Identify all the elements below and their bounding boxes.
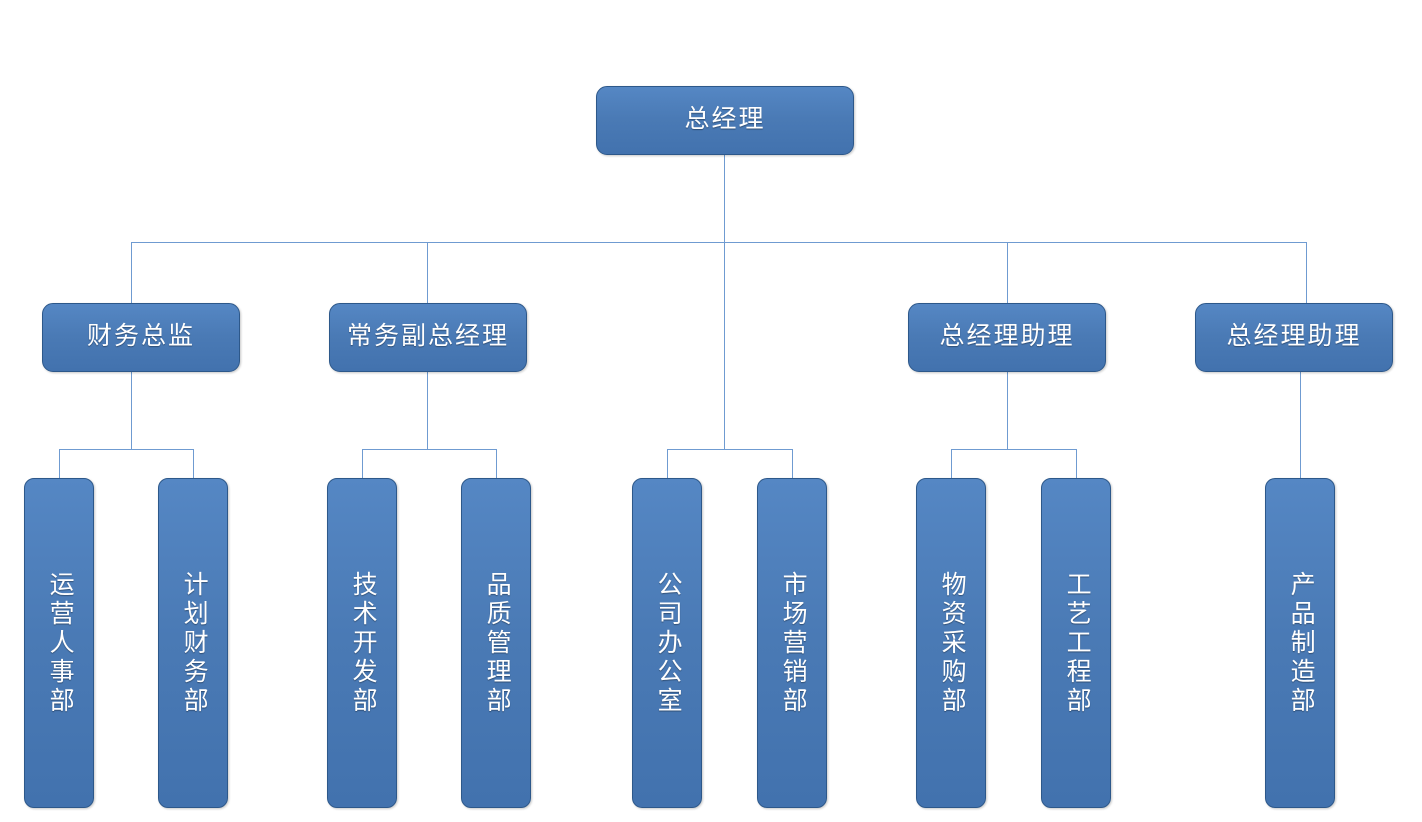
connector-drop-gm-assistant-2 <box>1306 242 1308 303</box>
connector-drop-gm-assistant-1 <box>1007 242 1009 303</box>
node-label-gm-assistant-1: 总经理助理 <box>939 323 1075 351</box>
connector-exec-deputy-gm-stem <box>427 372 429 450</box>
node-label-dept-tech-dev: 技术开发部 <box>349 570 377 716</box>
node-dept-company-office[interactable]: 公司办公室 <box>632 478 702 808</box>
node-label-dept-quality-mgmt: 品质管理部 <box>483 570 511 716</box>
connector-drop-exec-deputy-gm <box>427 242 429 303</box>
node-label-finance-director: 财务总监 <box>86 323 195 351</box>
connector-drop-dept-procurement <box>951 449 953 479</box>
node-label-dept-manufacturing: 产品制造部 <box>1287 570 1315 716</box>
connector-drop-dept-process-eng <box>1076 449 1078 479</box>
node-label-exec-deputy-gm: 常务副总经理 <box>346 323 509 351</box>
node-dept-planning-finance[interactable]: 计划财务部 <box>158 478 228 808</box>
node-label-dept-planning-finance: 计划财务部 <box>180 570 208 716</box>
connector-gm-assistant-1-bus <box>951 449 1077 451</box>
connector-center-branch-bus <box>667 449 793 451</box>
connector-gm-assistant-2-stem <box>1300 372 1302 479</box>
node-finance-director[interactable]: 财务总监 <box>42 303 240 372</box>
connector-drop-finance-director <box>131 242 133 303</box>
connector-exec-deputy-gm-bus <box>362 449 497 451</box>
connector-gm-assistant-1-stem <box>1007 372 1009 450</box>
connector-finance-director-stem <box>131 372 133 450</box>
connector-drop-dept-operations-hr <box>59 449 61 479</box>
node-label-gm-assistant-2: 总经理助理 <box>1226 323 1362 351</box>
connector-drop-dept-company-office <box>667 449 669 479</box>
connector-drop-dept-marketing <box>792 449 794 479</box>
node-dept-quality-mgmt[interactable]: 品质管理部 <box>461 478 531 808</box>
node-dept-tech-dev[interactable]: 技术开发部 <box>327 478 397 808</box>
connector-root-stem <box>724 155 726 243</box>
node-dept-procurement[interactable]: 物资采购部 <box>916 478 986 808</box>
connector-drop-dept-tech-dev <box>362 449 364 479</box>
connector-center-branch-stem <box>724 242 726 450</box>
node-general-manager[interactable]: 总经理 <box>596 86 854 155</box>
connector-top-bus <box>131 242 1307 244</box>
connector-drop-dept-planning-finance <box>193 449 195 479</box>
node-label-dept-process-eng: 工艺工程部 <box>1063 570 1091 716</box>
node-label-dept-company-office: 公司办公室 <box>654 570 682 716</box>
node-label-dept-operations-hr: 运营人事部 <box>46 570 74 716</box>
node-exec-deputy-gm[interactable]: 常务副总经理 <box>329 303 527 372</box>
node-gm-assistant-2[interactable]: 总经理助理 <box>1195 303 1393 372</box>
node-dept-process-eng[interactable]: 工艺工程部 <box>1041 478 1111 808</box>
node-label-dept-procurement: 物资采购部 <box>938 570 966 716</box>
connector-drop-dept-quality-mgmt <box>496 449 498 479</box>
node-gm-assistant-1[interactable]: 总经理助理 <box>908 303 1106 372</box>
node-dept-operations-hr[interactable]: 运营人事部 <box>24 478 94 808</box>
node-label-general-manager: 总经理 <box>684 106 766 134</box>
node-dept-manufacturing[interactable]: 产品制造部 <box>1265 478 1335 808</box>
connector-finance-director-bus <box>59 449 194 451</box>
node-dept-marketing[interactable]: 市场营销部 <box>757 478 827 808</box>
node-label-dept-marketing: 市场营销部 <box>779 570 807 716</box>
